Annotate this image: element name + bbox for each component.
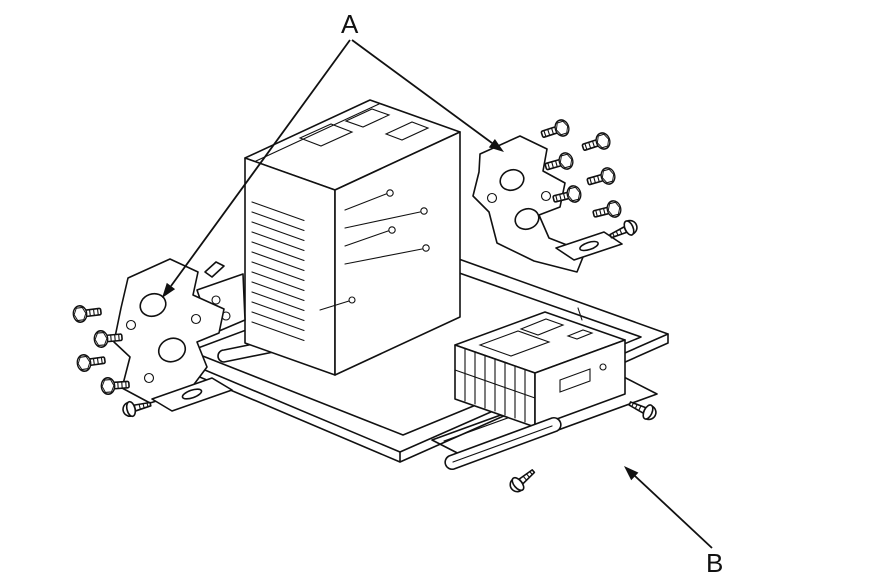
- bracket-left-slot: [181, 388, 203, 400]
- module-right-face: [534, 339, 626, 428]
- bracket-left-hole: [157, 337, 187, 363]
- mounting-screw: [506, 464, 539, 496]
- callout-b: B: [624, 466, 723, 578]
- mounting-bolt: [579, 130, 613, 157]
- module-bracket-lip: [444, 416, 562, 471]
- callout-a: A: [162, 9, 504, 298]
- module-ribs: [454, 348, 536, 423]
- bracket-left: [113, 258, 233, 412]
- arrowhead-a-right: [488, 139, 504, 152]
- label-b: B: [706, 548, 723, 578]
- module-side-details: [559, 363, 607, 393]
- bracket-right-slot: [579, 240, 599, 252]
- mounting-bolt: [542, 150, 576, 176]
- bracket-right-hole: [514, 207, 540, 231]
- bracket-left-foot: [151, 377, 233, 412]
- head-unit-left-face: [244, 157, 336, 376]
- bracket-left-hole: [139, 292, 167, 318]
- vent-grille: [251, 201, 305, 342]
- module-connectors: [478, 318, 594, 357]
- bracket-right: [472, 135, 623, 273]
- mounting-bolt: [75, 351, 107, 373]
- mounting-bolt: [584, 165, 618, 191]
- mounting-bolt: [71, 302, 103, 324]
- module-tab: [577, 307, 583, 321]
- control-module: [454, 307, 626, 428]
- arrowhead-b: [624, 466, 639, 481]
- callout-a-line-right: [351, 39, 493, 144]
- bracket-right-foot: [555, 231, 623, 261]
- bracket-right-hole: [499, 168, 525, 192]
- side-screw-holes: [319, 189, 430, 311]
- top-panel-seam: [255, 103, 380, 162]
- top-connectors: [298, 108, 430, 147]
- head-unit: [244, 99, 461, 376]
- mounting-bolt: [590, 198, 624, 223]
- mounting-screw: [625, 395, 660, 423]
- callout-a-line-left: [170, 39, 351, 287]
- arrowhead-a-left: [162, 282, 176, 298]
- bracket-left-plate: [113, 258, 225, 404]
- mounting-bolt: [538, 117, 572, 144]
- label-a: A: [341, 9, 359, 39]
- callout-b-line: [634, 475, 713, 549]
